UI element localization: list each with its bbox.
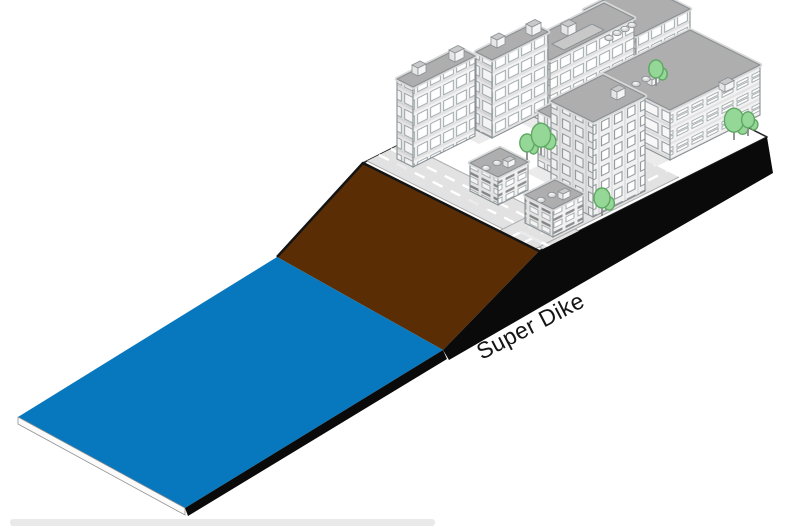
city-block	[384, 0, 763, 243]
tree	[530, 122, 557, 155]
water-slab-side-dark	[185, 350, 447, 516]
building-a2	[463, 19, 551, 144]
trees	[519, 59, 759, 216]
dike-slope	[277, 163, 539, 350]
ground-shadow	[10, 519, 435, 526]
tree	[593, 187, 616, 216]
shop-e	[457, 145, 531, 211]
dike-crest-edge	[276, 161, 540, 258]
building-a1	[384, 45, 478, 173]
shop-f	[512, 177, 586, 243]
dike-cross-section	[443, 137, 773, 360]
water-slab-side-light	[17, 416, 186, 516]
tree	[648, 59, 668, 86]
water-surface	[18, 257, 443, 508]
tree	[740, 111, 759, 136]
